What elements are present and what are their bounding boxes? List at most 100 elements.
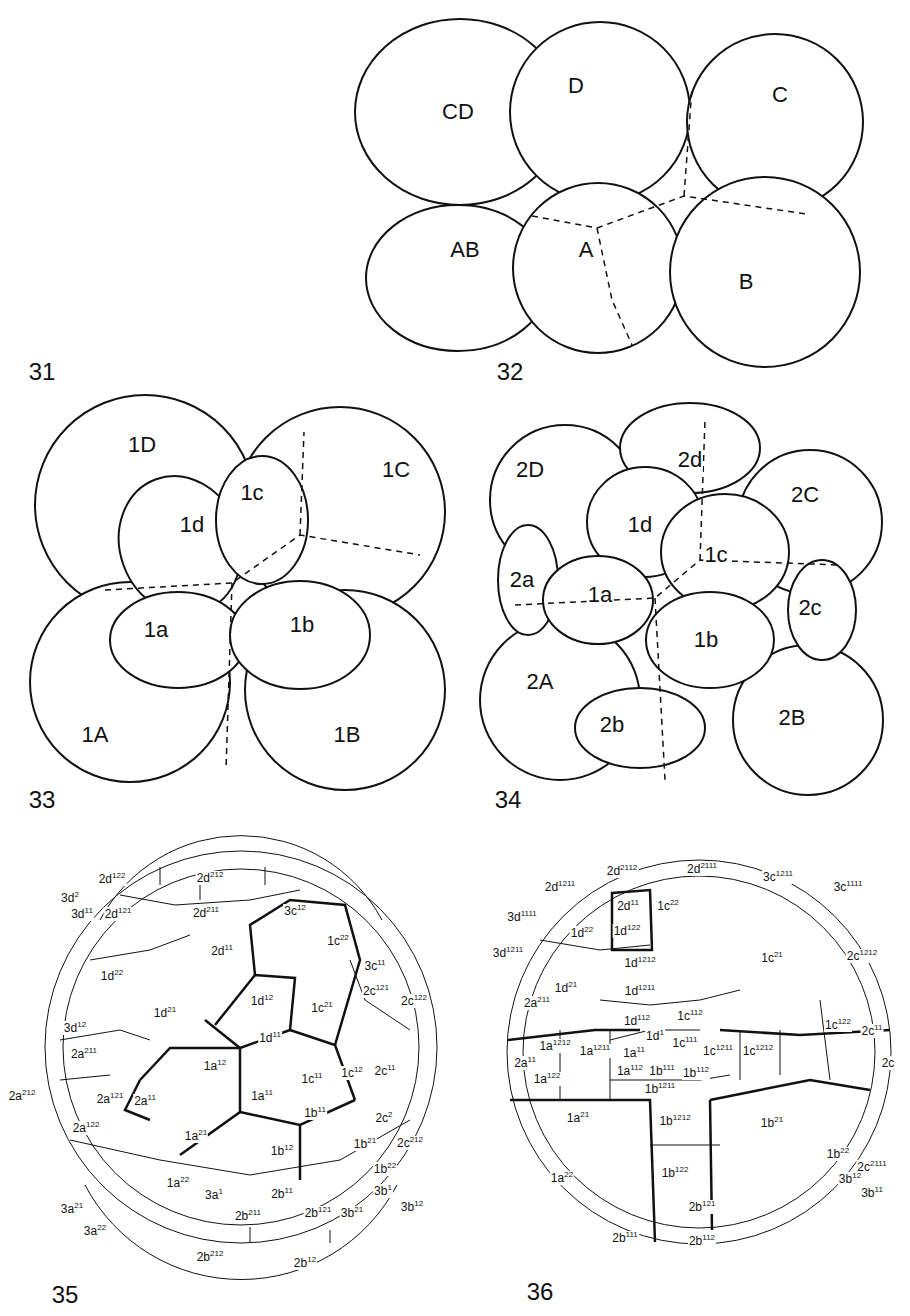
cell-label: 3d1111 bbox=[506, 910, 537, 924]
cell-label: 1c21 bbox=[760, 951, 784, 965]
cell-index: 21 bbox=[580, 1110, 589, 1119]
cell-index: 11 bbox=[631, 898, 639, 907]
cell-index: 122 bbox=[627, 923, 640, 932]
cell-index: 21 bbox=[774, 950, 783, 959]
cell-label: 2c1212 bbox=[846, 949, 878, 963]
label-slot: 1a11 bbox=[622, 1043, 646, 1061]
cell-label: 2c bbox=[881, 1056, 896, 1070]
label-slot: 3b12 bbox=[838, 1169, 862, 1187]
cell-label: 2a211 bbox=[523, 996, 551, 1010]
cell-label: 1a bbox=[587, 582, 613, 607]
cell-index: 122 bbox=[547, 1071, 560, 1080]
cell-index: 11 bbox=[285, 1186, 293, 1195]
cell-index: 111 bbox=[626, 1230, 638, 1239]
cell-index: 122 bbox=[838, 1017, 851, 1026]
cell-label: 1D bbox=[127, 432, 157, 457]
cell-label: 3b1 bbox=[373, 1184, 393, 1198]
cell-label: 2d2112 bbox=[606, 864, 639, 878]
cell-label: 2d212 bbox=[196, 871, 225, 885]
label-slot: 3a21 bbox=[60, 1199, 84, 1217]
cell-index: 1211 bbox=[558, 879, 575, 888]
cell-label: CD bbox=[441, 99, 475, 124]
label-slot: 3d1211 bbox=[492, 943, 525, 961]
cell-index: 22 bbox=[670, 898, 679, 907]
cell-index: 1212 bbox=[859, 948, 877, 957]
cell-label: 3d12 bbox=[63, 1021, 87, 1035]
label-slot: 2d1211 bbox=[544, 877, 577, 895]
cell-label: 1c11 bbox=[301, 1072, 324, 1086]
label-slot: 2b11 bbox=[270, 1184, 294, 1202]
label-slot: 35 bbox=[51, 1283, 80, 1307]
cell-label: 1d1212 bbox=[623, 956, 656, 970]
cell-label: 1C bbox=[381, 457, 411, 482]
cell-index: 22 bbox=[840, 1146, 849, 1155]
cell-label: 2b11 bbox=[270, 1187, 294, 1201]
label-slot: A bbox=[578, 239, 595, 261]
cell-label: 1a1211 bbox=[579, 1044, 612, 1058]
label-slot: 2b121 bbox=[304, 1203, 333, 1221]
cell-label: 3a1 bbox=[204, 1188, 224, 1202]
cell-index: 121 bbox=[376, 983, 389, 992]
cell-label: 2d11 bbox=[210, 944, 234, 958]
label-slot: 2a211 bbox=[523, 993, 551, 1011]
cell-index: 1111 bbox=[846, 879, 862, 888]
label-slot: 1a12 bbox=[203, 1056, 227, 1074]
label-slot: 1d1211 bbox=[624, 981, 657, 999]
cell-index: 1 bbox=[218, 1187, 222, 1196]
label-slot: 1a1212 bbox=[538, 1036, 571, 1054]
cell-label: 1b21 bbox=[760, 1116, 784, 1130]
label-slot: 1a21 bbox=[184, 1126, 208, 1144]
label-slot: 2c2 bbox=[374, 1108, 393, 1126]
label-slot: 1d1 bbox=[645, 1026, 665, 1044]
label-slot: 2a122 bbox=[72, 1118, 101, 1136]
label-slot: 1c bbox=[239, 482, 264, 504]
cell-index: 212 bbox=[210, 870, 223, 879]
cell-label: 2b112 bbox=[688, 1234, 716, 1248]
label-slot: 1b1212 bbox=[658, 1111, 691, 1129]
label-slot: C bbox=[771, 84, 789, 106]
cell-label: 2c bbox=[797, 595, 822, 620]
cell-index: 21 bbox=[568, 980, 577, 989]
cell-label: 3b12 bbox=[400, 1200, 424, 1214]
cell-index: 11 bbox=[314, 1071, 322, 1080]
cell-label: 1d bbox=[627, 512, 653, 537]
cell-label: 1b112 bbox=[682, 1066, 710, 1080]
label-slot: 3a1 bbox=[204, 1185, 224, 1203]
cell-index: 211 bbox=[537, 995, 550, 1004]
cell-label: 1A bbox=[81, 722, 110, 747]
label-slot: 1c21 bbox=[310, 998, 334, 1016]
cell-label: 2b121 bbox=[688, 1200, 717, 1214]
cell-index: 122 bbox=[675, 1165, 688, 1174]
cell-index: 12 bbox=[77, 1020, 86, 1029]
cell-index: 2 bbox=[388, 1110, 392, 1119]
label-slot: 3d11 bbox=[70, 904, 94, 922]
label-slot: 1c22 bbox=[326, 931, 350, 949]
cell-label: 2b bbox=[599, 712, 625, 737]
cell-index: 212 bbox=[410, 1135, 423, 1144]
figure-number: 33 bbox=[28, 786, 57, 813]
cell-index: 1211 bbox=[776, 869, 793, 878]
cell-index: 11 bbox=[377, 958, 385, 967]
label-slot: 2c1212 bbox=[846, 946, 878, 964]
cell-index: 1212 bbox=[673, 1113, 691, 1122]
cell-label: 2d2111 bbox=[686, 862, 718, 876]
cell-label: 2A bbox=[526, 669, 555, 694]
cell-label: 1b bbox=[693, 627, 719, 652]
label-slot: 2d211 bbox=[192, 903, 220, 921]
label-slot: 2b112 bbox=[688, 1231, 716, 1249]
label-slot: 1c1211 bbox=[702, 1041, 734, 1059]
cell-index: 21 bbox=[74, 1201, 83, 1210]
cell-label: 2d211 bbox=[192, 906, 220, 920]
cell-label: 2C bbox=[790, 482, 820, 507]
cell-label: 2b212 bbox=[196, 1250, 225, 1264]
cell-index: 11 bbox=[265, 1088, 273, 1097]
cell-index: 1212 bbox=[638, 955, 656, 964]
cell-label: 1b1211 bbox=[644, 1082, 677, 1096]
label-slot: 1a22 bbox=[166, 1173, 190, 1191]
cell-label: 2b121 bbox=[304, 1206, 333, 1220]
label-slot: 3b1 bbox=[373, 1181, 393, 1199]
cell-index: 122 bbox=[112, 871, 125, 880]
cell-index: 22 bbox=[180, 1175, 189, 1184]
cell-index: 21 bbox=[324, 1000, 333, 1009]
label-slot: 1B bbox=[333, 724, 362, 746]
